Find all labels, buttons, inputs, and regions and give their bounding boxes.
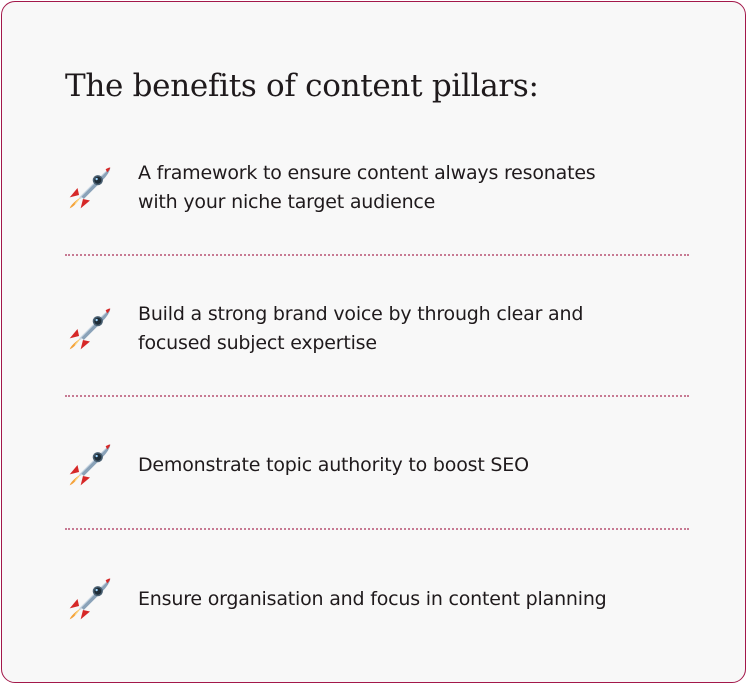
benefit-text-1: A framework to ensure content always res… (138, 159, 596, 217)
divider-1 (65, 254, 689, 256)
benefit-text-1-line-2: with your niche target audience (138, 191, 436, 213)
rocket-icon (64, 303, 116, 355)
page-title: The benefits of content pillars: (65, 68, 539, 104)
benefit-item-4: Ensure organisation and focus in content… (64, 573, 684, 625)
benefit-text-1-line-1: A framework to ensure content always res… (138, 162, 596, 184)
rocket-icon (64, 573, 116, 625)
rocket-icon (64, 162, 116, 214)
rocket-icon (64, 439, 116, 491)
benefit-item-2: Build a strong brand voice by through cl… (64, 300, 684, 358)
benefit-text-4-line-1: Ensure organisation and focus in content… (138, 587, 607, 610)
benefit-text-3: Demonstrate topic authority to boost SEO (138, 451, 529, 480)
divider-3 (65, 528, 689, 530)
benefit-text-4: Ensure organisation and focus in content… (138, 585, 607, 614)
benefit-text-2-line-2: focused subject expertise (138, 332, 377, 354)
benefit-text-2: Build a strong brand voice by through cl… (138, 300, 583, 358)
divider-2 (65, 395, 689, 397)
benefit-text-2-line-1: Build a strong brand voice by through cl… (138, 303, 584, 325)
benefit-text-3-line-1: Demonstrate topic authority to boost SEO (138, 453, 529, 476)
benefit-item-3: Demonstrate topic authority to boost SEO (64, 439, 684, 491)
benefit-item-1: A framework to ensure content always res… (64, 159, 684, 217)
